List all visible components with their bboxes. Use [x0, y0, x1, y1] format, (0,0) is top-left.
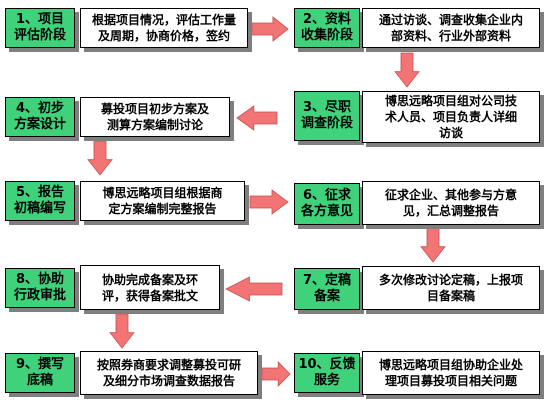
arrow-1-to-2 — [251, 16, 289, 42]
arrow-4-to-5 — [87, 140, 113, 176]
step-7-desc: 多次修改讨论定稿，上报项 目备案稿 — [362, 266, 540, 310]
step-9-desc: 按照券商要求调整募投可研 及细分市场调查数据报告 — [80, 351, 258, 395]
step-3-desc: 博思远略项目组对公司技 术人员、项目负责人详细 访谈 — [362, 91, 540, 143]
arrow-5-to-6 — [249, 189, 289, 215]
step-4-desc: 募投项目初步方案及 测算方案编制讨论 — [80, 97, 230, 137]
step-10-label: 10、反馈 服务 — [294, 353, 360, 393]
step-2-desc: 通过访谈、调查收集企业内 部资料、行业外部资料 — [362, 8, 540, 48]
step-2-label: 2、资料 收集阶段 — [294, 8, 360, 48]
arrow-8-to-9 — [109, 313, 135, 349]
step-8-desc: 协助完成备案及环 评，获得备案批文 — [80, 265, 220, 310]
step-1-desc: 根据项目情况，评估工作量 及周期，协商价格，签约 — [80, 8, 248, 48]
step-6-desc: 征求企业、其他参与方意 见，汇总调整报告 — [362, 181, 540, 225]
arrow-7-to-8 — [225, 276, 283, 302]
arrow-9-to-10 — [261, 361, 291, 387]
step-9-label: 9、撰写 底稿 — [5, 353, 75, 393]
arrow-6-to-7 — [420, 227, 446, 263]
step-5-desc: 博思远略项目组根据商 定方案编制完整报告 — [80, 181, 245, 221]
step-7-label: 7、定稿 备案 — [294, 268, 360, 310]
step-8-label: 8、协助 行政审批 — [5, 268, 75, 308]
step-4-label: 4、初步 方案设计 — [5, 97, 75, 137]
step-1-label: 1、项目 评估阶段 — [5, 8, 75, 48]
arrow-2-to-3 — [394, 52, 420, 88]
step-3-label: 3、尽职 调查阶段 — [294, 91, 360, 141]
step-6-label: 6、征求 各方意见 — [294, 183, 360, 225]
arrow-3-to-4 — [236, 105, 278, 131]
step-5-label: 5、报告 初稿编写 — [5, 181, 75, 221]
step-10-desc: 博思远略项目组协助企业处 理项目募投项目相关问题 — [362, 351, 540, 395]
